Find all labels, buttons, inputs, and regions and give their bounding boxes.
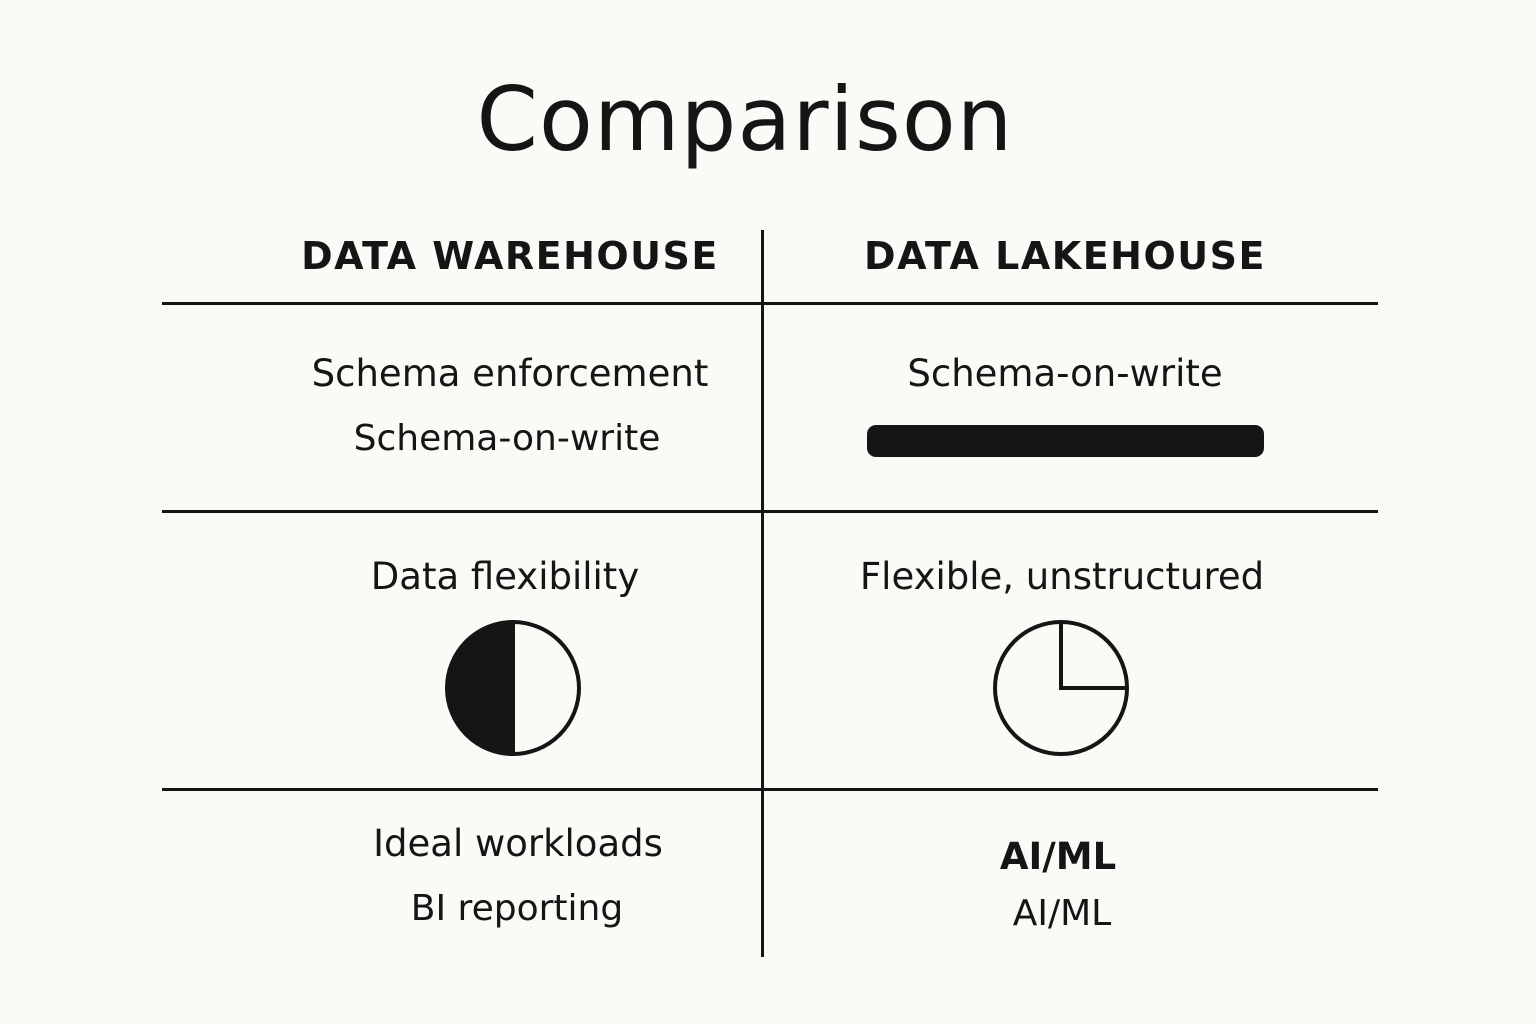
data-warehouse-header: DATA WAREHOUSE	[301, 234, 719, 278]
lakehouse-workloads-label: AI/ML	[999, 835, 1117, 878]
column-divider	[761, 230, 764, 957]
lakehouse-flexibility-label: Flexible, unstructured	[859, 555, 1265, 598]
schema-enforcement-label: Schema enforcement	[311, 352, 709, 395]
lakehouse-schema-label: Schema-on-write	[907, 352, 1223, 395]
header-divider	[162, 302, 1378, 305]
quarter-circle-icon	[993, 620, 1129, 756]
half-filled-circle-icon	[445, 620, 581, 756]
ideal-workloads-label: Ideal workloads	[373, 822, 663, 865]
data-flexibility-label: Data flexibility	[370, 555, 640, 598]
warehouse-workloads-value: BI reporting	[410, 888, 624, 929]
warehouse-schema-value: Schema-on-write	[353, 418, 661, 459]
bar-icon	[867, 425, 1264, 457]
lakehouse-workloads-value: AI/ML	[1012, 893, 1112, 934]
page-title: Comparison	[476, 68, 1014, 171]
data-lakehouse-header: DATA LAKEHOUSE	[864, 234, 1266, 278]
row-divider-2	[162, 788, 1378, 791]
row-divider-1	[162, 510, 1378, 513]
